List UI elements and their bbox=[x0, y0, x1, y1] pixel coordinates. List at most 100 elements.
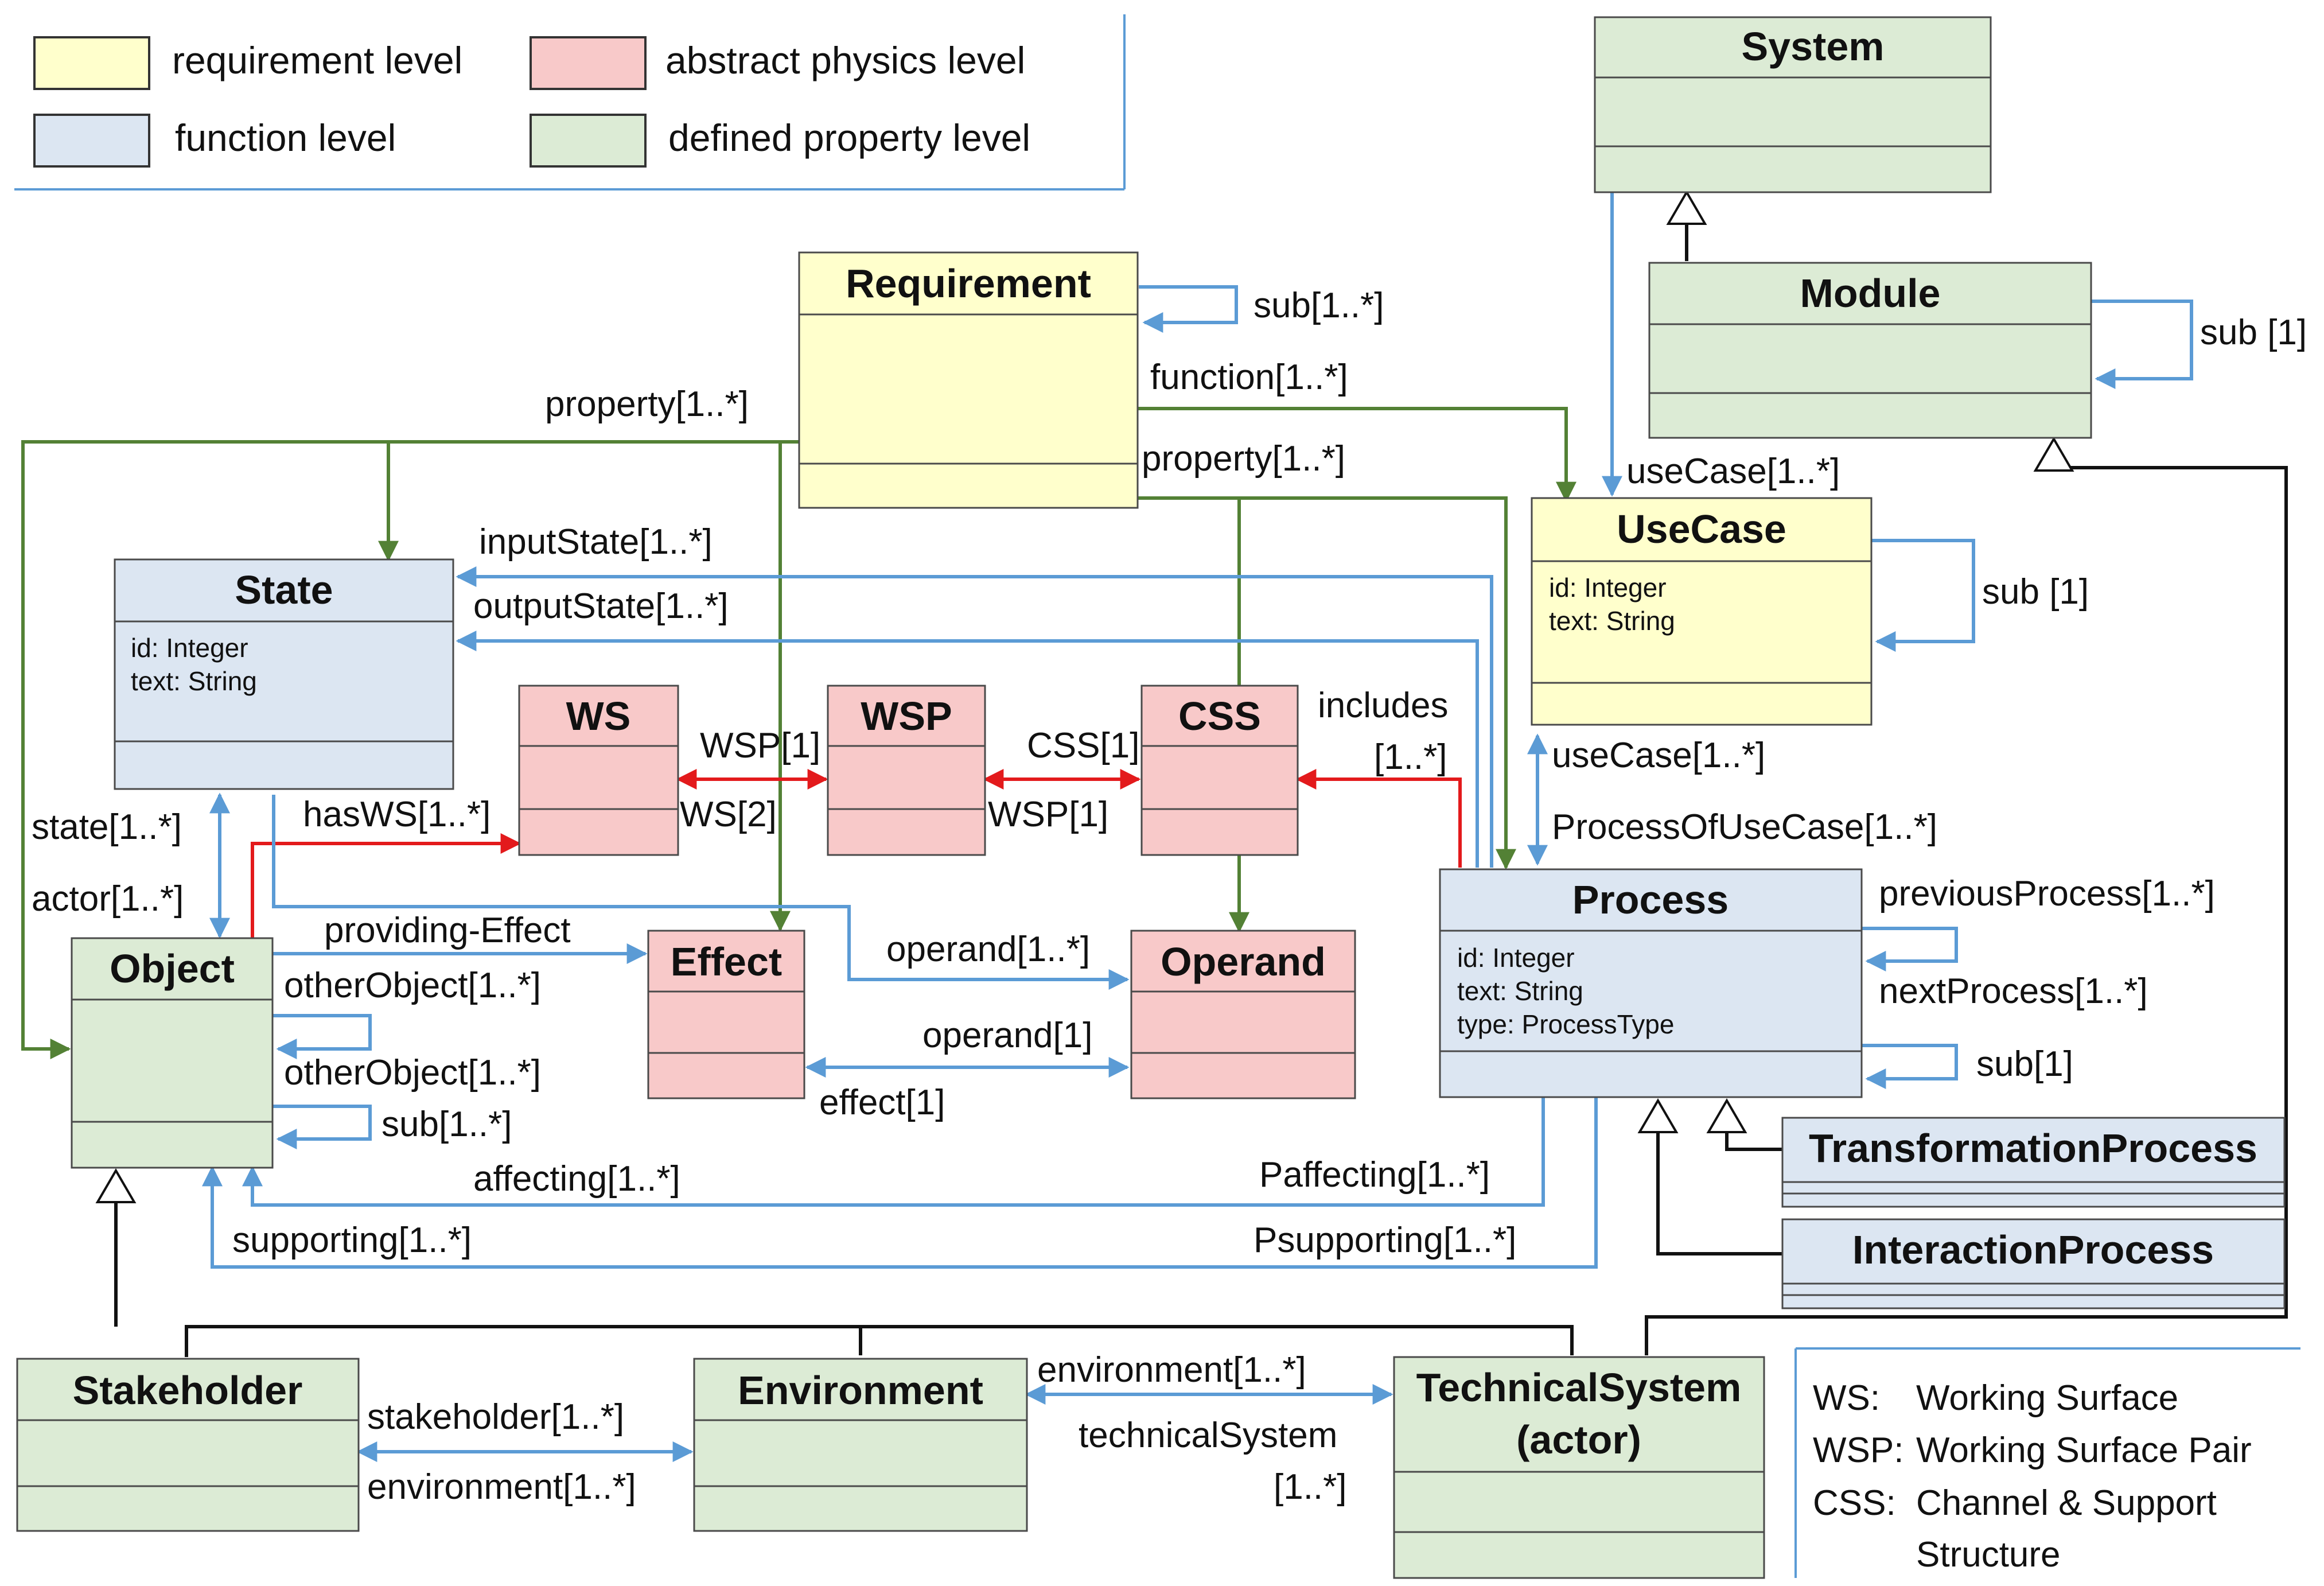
label-req-function: function[1..*] bbox=[1150, 357, 1348, 397]
link-object-other-2 bbox=[273, 1105, 372, 1149]
link-supporting bbox=[202, 1097, 1598, 1269]
link-interaction-process bbox=[1656, 1133, 1782, 1255]
label-req-sub: sub[1..*] bbox=[1254, 286, 1384, 325]
abbr-ws-text: Working Surface bbox=[1916, 1378, 2178, 1418]
legend-function-label: function level bbox=[175, 116, 396, 159]
label-environment-mult-2: environment[1..*] bbox=[1037, 1350, 1306, 1390]
link-usecase-sub bbox=[1871, 539, 1975, 652]
label-previous-process: previousProcess[1..*] bbox=[1879, 874, 2215, 913]
label-wsp-1b: WSP[1] bbox=[988, 795, 1108, 834]
label-input-state: inputState[1..*] bbox=[479, 522, 713, 562]
inherit-process-1 bbox=[1637, 1098, 1679, 1133]
class-ws[interactable]: WS bbox=[518, 685, 679, 856]
legend-physics-label: abstract physics level bbox=[665, 39, 1025, 81]
label-providing-effect: providing-Effect bbox=[324, 911, 571, 950]
label-affecting: affecting[1..*] bbox=[473, 1159, 680, 1199]
class-usecase-id: id: Integer bbox=[1549, 573, 1667, 602]
class-css[interactable]: CSS bbox=[1140, 685, 1299, 856]
legend-swatch-physics bbox=[530, 36, 647, 90]
class-state-text: text: String bbox=[131, 666, 257, 696]
link-req-property-left bbox=[21, 440, 799, 1059]
label-module-sub: sub [1] bbox=[2200, 313, 2307, 352]
link-req-function bbox=[1138, 407, 1576, 503]
class-wsp-title: WSP bbox=[861, 694, 952, 738]
class-interaction-title: InteractionProcess bbox=[1852, 1227, 2214, 1272]
label-environment-mult: environment[1..*] bbox=[367, 1467, 636, 1507]
legend-swatch-requirement bbox=[33, 36, 150, 90]
label-technical-system-mult: [1..*] bbox=[1274, 1467, 1347, 1507]
label-req-property-left: property[1..*] bbox=[545, 384, 749, 424]
abbr-css-text-1: Channel & Support bbox=[1916, 1483, 2217, 1523]
class-object-title: Object bbox=[110, 946, 235, 991]
link-process-css bbox=[1295, 769, 1462, 868]
class-technical-title-2: (actor) bbox=[1516, 1417, 1641, 1462]
abbr-wsp-text: Working Surface Pair bbox=[1916, 1430, 2252, 1470]
label-next-process: nextProcess[1..*] bbox=[1879, 971, 2148, 1011]
inherit-system bbox=[1666, 190, 1707, 225]
legend-property-label: defined property level bbox=[668, 116, 1030, 159]
link-req-sub bbox=[1139, 285, 1238, 333]
inherit-process-2 bbox=[1706, 1098, 1747, 1133]
class-requirement[interactable]: Requirement bbox=[798, 251, 1139, 509]
label-supporting: supporting[1..*] bbox=[232, 1220, 472, 1260]
class-transformation-process[interactable]: TransformationProcess bbox=[1781, 1117, 2286, 1208]
abbr-ws: WS: bbox=[1813, 1378, 1880, 1418]
link-process-prev bbox=[1862, 927, 1958, 971]
label-technical-system: technicalSystem bbox=[1079, 1416, 1337, 1455]
inherit-object bbox=[95, 1168, 137, 1203]
link-transformation-process bbox=[1725, 1133, 1782, 1151]
link-module-sub bbox=[2091, 300, 2193, 389]
class-interaction-process[interactable]: InteractionProcess bbox=[1781, 1218, 2286, 1309]
class-object[interactable]: Object bbox=[71, 937, 274, 1169]
class-usecase-title: UseCase bbox=[1617, 507, 1786, 551]
label-other-object-2: otherObject[1..*] bbox=[284, 1053, 541, 1093]
link-object-other-1 bbox=[273, 1014, 372, 1059]
label-p-supporting: Psupporting[1..*] bbox=[1254, 1220, 1516, 1260]
class-usecase-text: text: String bbox=[1549, 606, 1675, 636]
link-labels: sub[1..*] function[1..*] property[1..*] … bbox=[32, 286, 2307, 1507]
connectors bbox=[21, 190, 2288, 1462]
class-process-title: Process bbox=[1572, 877, 1729, 922]
label-usecase-top: useCase[1..*] bbox=[1626, 452, 1840, 491]
legend: requirement level abstract physics level… bbox=[14, 14, 1126, 191]
class-stakeholder[interactable]: Stakeholder bbox=[16, 1358, 360, 1532]
class-process-type: type: ProcessType bbox=[1457, 1009, 1674, 1039]
class-requirement-title: Requirement bbox=[846, 261, 1091, 306]
class-module[interactable]: Module bbox=[1648, 262, 2092, 439]
class-effect-title: Effect bbox=[671, 939, 782, 984]
link-state-operand bbox=[272, 795, 1130, 990]
label-usecase-sub: sub [1] bbox=[1982, 572, 2089, 612]
class-stakeholder-title: Stakeholder bbox=[73, 1368, 303, 1413]
class-process[interactable]: Process id: Integer text: String type: P… bbox=[1439, 868, 1863, 1098]
label-operand-many: operand[1..*] bbox=[886, 930, 1090, 969]
class-environment-title: Environment bbox=[738, 1368, 983, 1413]
label-includes-mult: [1..*] bbox=[1374, 737, 1447, 777]
label-usecase-bottom: useCase[1..*] bbox=[1552, 736, 1765, 775]
class-wsp[interactable]: WSP bbox=[827, 685, 986, 856]
class-operand[interactable]: Operand bbox=[1130, 930, 1356, 1099]
label-state-mult: state[1..*] bbox=[32, 807, 182, 847]
label-effect-one: effect[1] bbox=[819, 1083, 945, 1122]
link-actors-object bbox=[185, 1325, 1574, 1357]
label-css-1: CSS[1] bbox=[1027, 726, 1139, 765]
label-stakeholder-mult: stakeholder[1..*] bbox=[367, 1397, 624, 1437]
class-module-title: Module bbox=[1800, 271, 1941, 316]
class-operand-title: Operand bbox=[1161, 939, 1326, 984]
class-technical-system[interactable]: TechnicalSystem (actor) bbox=[1393, 1356, 1765, 1579]
link-req-property-right bbox=[1138, 496, 1516, 870]
label-wsp-1: WSP[1] bbox=[700, 726, 820, 765]
class-process-id: id: Integer bbox=[1457, 943, 1575, 973]
legend-swatch-property bbox=[530, 114, 647, 168]
class-system-title: System bbox=[1741, 24, 1884, 69]
class-state[interactable]: State id: Integer text: String bbox=[114, 558, 454, 790]
label-includes: includes bbox=[1318, 686, 1448, 725]
abbreviations: WS: Working Surface WSP: Working Surface… bbox=[1794, 1347, 2300, 1578]
class-css-title: CSS bbox=[1178, 694, 1261, 738]
class-usecase[interactable]: UseCase id: Integer text: String bbox=[1531, 497, 1873, 726]
class-environment[interactable]: Environment bbox=[693, 1358, 1028, 1532]
class-system[interactable]: System bbox=[1594, 16, 1992, 193]
abbr-css: CSS: bbox=[1813, 1483, 1896, 1523]
label-req-property-right: property[1..*] bbox=[1142, 439, 1345, 479]
class-effect[interactable]: Effect bbox=[647, 930, 805, 1099]
inherit-module bbox=[2033, 437, 2074, 472]
